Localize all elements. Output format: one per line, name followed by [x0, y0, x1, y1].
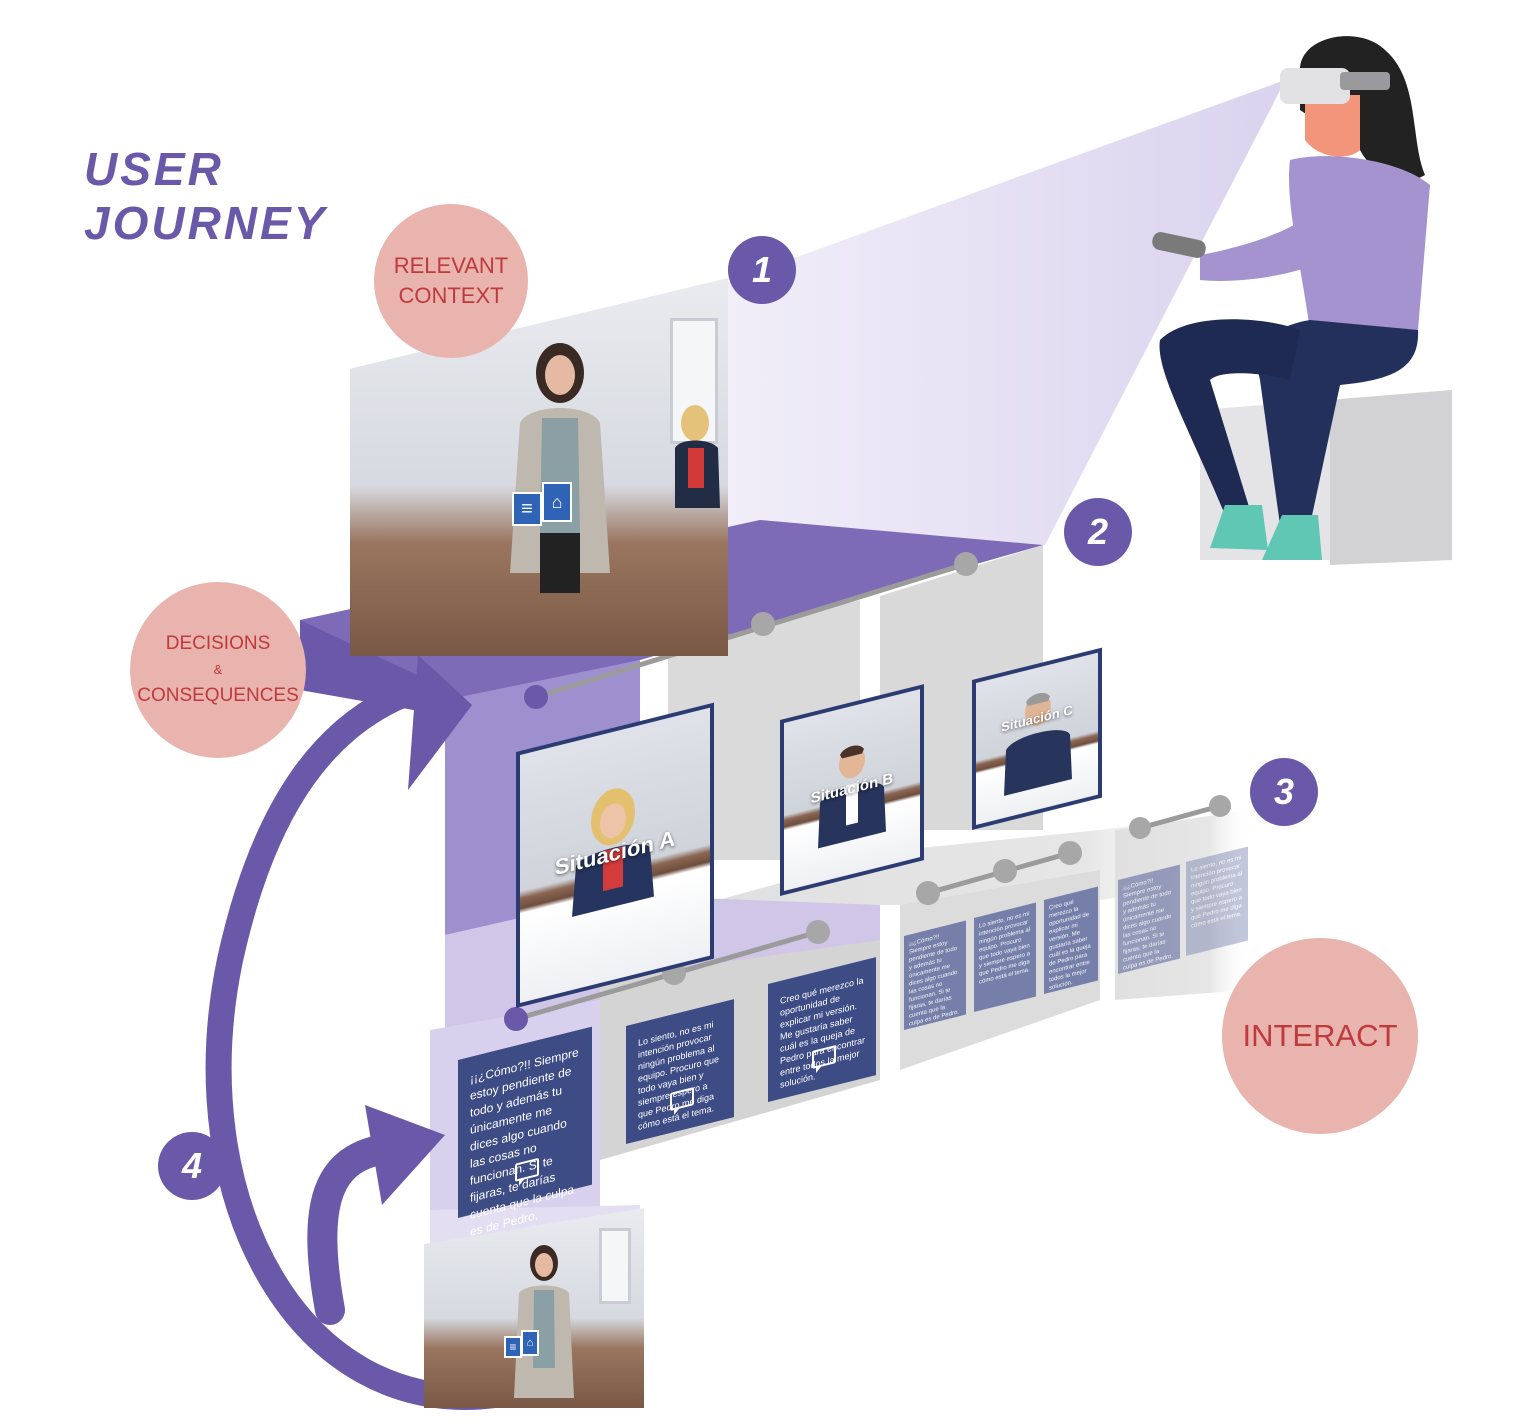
bubble-line-2: CONSEQUENCES: [137, 685, 299, 706]
vr-projection-beam: [728, 80, 1285, 560]
home-icon[interactable]: ⌂: [521, 1330, 539, 1356]
node-dot: [806, 920, 830, 944]
interact-bubble: INTERACT: [1222, 938, 1418, 1134]
curved-arrow-icon: [307, 1135, 395, 1325]
node-dot: [1058, 841, 1082, 865]
response-card-faded[interactable]: Creo qué merezco la oportunidad de expli…: [1044, 886, 1098, 994]
situation-c-thumbnail[interactable]: Situación C: [972, 647, 1102, 830]
response-card-1[interactable]: ¡¡¿Cómo?!! Siempre estoy pendiente de to…: [458, 1026, 592, 1239]
bubble-line-1: DECISIONS: [165, 633, 271, 654]
menu-icon[interactable]: ≡: [504, 1336, 522, 1358]
decisions-consequences-bubble: DECISIONS & CONSEQUENCES: [130, 582, 306, 758]
page-title: USER JOURNEY: [84, 142, 327, 250]
vr-user-illustration: [1152, 36, 1452, 565]
home-icon[interactable]: ⌂: [542, 482, 572, 522]
situation-a-thumbnail[interactable]: Situación A: [516, 702, 714, 1008]
bubble-line-1: RELEVANT: [393, 253, 509, 278]
node-dot: [993, 859, 1017, 883]
step-1-badge: 1: [728, 236, 796, 304]
faded-text: Creo qué merezco la oportunidad de expli…: [1049, 899, 1091, 992]
woman-standing: [510, 343, 610, 593]
controller-icon: [1152, 232, 1206, 258]
response-card-3-text: Creo qué merezco la oportunidad de expli…: [780, 975, 866, 1091]
woman-arms-crossed: [572, 788, 654, 918]
step-4-badge: 4: [158, 1132, 226, 1200]
title-line-1: USER: [84, 143, 224, 195]
bubble-label: INTERACT: [1242, 1018, 1398, 1053]
bubble-amp: &: [213, 662, 223, 677]
faded-text: ¡¡¿Cómo?!! Siempre estoy pendiente de to…: [909, 934, 960, 1028]
situation-b-thumbnail[interactable]: Situación B: [780, 684, 924, 896]
node-dot: [954, 552, 978, 576]
man-seated: [818, 745, 886, 849]
faded-text: Lo siento, no es mi intención provocar n…: [979, 911, 1031, 986]
response-card-faded[interactable]: Lo siento, no es mi intención provocar n…: [974, 902, 1036, 1012]
faded-text: ¡¡¿Cómo?!! Siempre estoy pendiente de to…: [1123, 878, 1174, 972]
response-card-faded[interactable]: ¡¡¿Cómo?!! Siempre estoy pendiente de to…: [1118, 864, 1180, 974]
woman-seated-background: [675, 405, 720, 508]
node-dot: [1129, 817, 1151, 839]
context-photo-small: ≡ ⌂: [424, 1208, 644, 1408]
title-line-2: JOURNEY: [84, 197, 328, 249]
menu-icon[interactable]: ≡: [512, 492, 542, 526]
step-3-badge: 3: [1250, 758, 1318, 826]
response-card-2-text: Lo siento, no es mi intención provocar n…: [638, 1019, 720, 1133]
connector-top: [535, 561, 967, 700]
arrow-head-upper: [408, 655, 472, 790]
bubble-line-2: CONTEXT: [398, 283, 504, 308]
node-dot: [916, 881, 940, 905]
vr-headset-icon: [1280, 68, 1350, 104]
node-dot: [524, 685, 548, 709]
response-card-faded[interactable]: ¡¡¿Cómo?!! Siempre estoy pendiente de to…: [904, 920, 966, 1030]
arrow-head-lower: [365, 1105, 445, 1205]
woman-standing: [514, 1245, 574, 1398]
node-dot: [1209, 795, 1231, 817]
man-seated: [1004, 692, 1072, 797]
relevant-context-bubble: RELEVANT CONTEXT: [374, 204, 528, 358]
response-card-faded[interactable]: Lo siento, no es mi intención provocar n…: [1186, 846, 1248, 956]
node-dot: [751, 612, 775, 636]
step-2-badge: 2: [1064, 498, 1132, 566]
node-dot: [504, 1007, 528, 1031]
window: [599, 1228, 631, 1304]
curved-arrow-icon: [205, 677, 508, 1410]
faded-text: Lo siento, no es mi intención provocar n…: [1191, 855, 1243, 930]
